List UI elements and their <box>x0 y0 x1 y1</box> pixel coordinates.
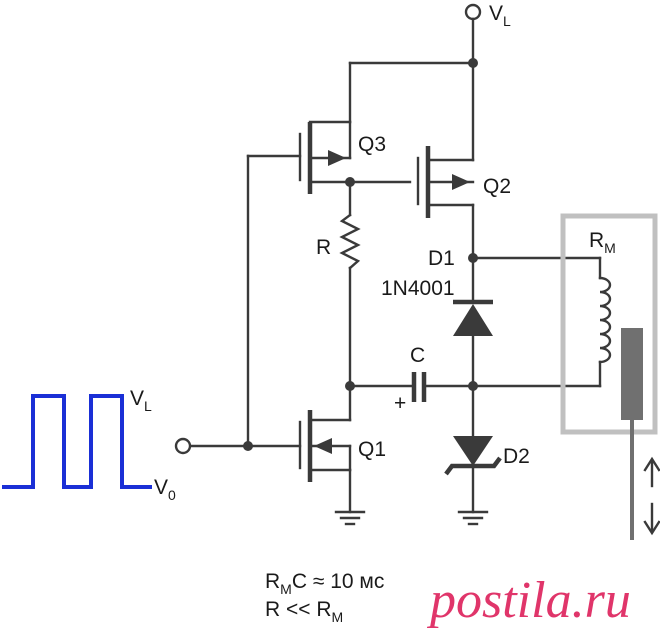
resistor-r <box>339 213 361 270</box>
wiring <box>188 17 602 514</box>
vl-supply-label: VL <box>489 2 511 29</box>
r-label: R <box>316 236 331 259</box>
reed-switch <box>621 328 643 540</box>
q3-transistor <box>298 120 352 194</box>
d1-part-label: 1N4001 <box>381 277 455 300</box>
vl-supply-terminal <box>464 3 482 21</box>
q1-label: Q1 <box>358 438 386 461</box>
waveform-v0-label: V0 <box>154 476 176 503</box>
note-time-constant: RMC ≈ 10 мс <box>265 570 384 597</box>
junction-dots <box>243 58 478 451</box>
capacitor-c <box>411 372 427 402</box>
watermark-text: postila.ru <box>426 572 631 629</box>
waveform-vl-label: VL <box>130 387 152 414</box>
note-resistance-condition: R << RM <box>265 598 343 625</box>
q3-label: Q3 <box>358 133 386 156</box>
d1-diode <box>453 299 493 336</box>
ground-symbol-q1 <box>334 510 366 526</box>
d2-label: D2 <box>503 445 530 468</box>
relay-coil <box>598 276 612 364</box>
d2-zener-diode <box>444 436 502 476</box>
movement-arrows <box>643 456 660 536</box>
ground-symbol-d2 <box>457 510 489 526</box>
relay-frame <box>560 213 658 435</box>
c-plus-label: + <box>394 392 406 415</box>
d1-label: D1 <box>428 247 455 270</box>
q2-label: Q2 <box>483 175 511 198</box>
rm-label: RM <box>589 229 616 256</box>
input-terminal <box>174 437 192 455</box>
square-wave-signal <box>2 394 152 489</box>
q2-transistor <box>416 146 475 218</box>
c-label: C <box>410 344 425 367</box>
q1-transistor <box>298 410 352 482</box>
